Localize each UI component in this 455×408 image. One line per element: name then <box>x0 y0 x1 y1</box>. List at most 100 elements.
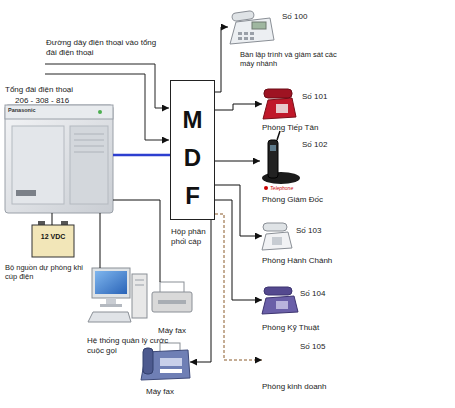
phone-100-part <box>250 32 254 35</box>
pbx-device-part <box>74 146 104 147</box>
phone-node: Số 101Phòng Tiếp Tân <box>262 88 296 120</box>
battery-symbol <box>32 221 74 257</box>
node-caption: Phòng Kỹ Thuật <box>262 323 319 333</box>
phone-102 <box>262 131 300 190</box>
printer-fax-part <box>152 292 192 312</box>
phone-100-part <box>244 37 248 40</box>
fax-machine-part <box>160 369 182 373</box>
computer-part <box>92 268 130 298</box>
battery-node: 12 VDCBộ nguồn dự phòng khi cúp điện <box>32 225 74 257</box>
line-label: Đường dây điện thoại vào tổng đài điện t… <box>46 38 158 58</box>
pbx-device-part <box>12 126 64 204</box>
node-title: Máy fax <box>158 326 186 336</box>
node-title: M D F <box>180 101 205 215</box>
pbx-device-part <box>70 126 108 204</box>
computer-part <box>106 298 116 304</box>
connector <box>215 214 262 360</box>
printer-fax <box>152 282 192 312</box>
phone-100-part <box>244 32 248 35</box>
phone-100-part <box>250 37 254 40</box>
phone-101-part <box>276 104 288 113</box>
phone-node: Số 102Phòng Giám Đốc <box>260 138 302 184</box>
phone-101 <box>263 89 296 119</box>
phone-node: Số 104Phòng Kỹ Thuật <box>262 286 298 314</box>
computer-part <box>95 271 127 294</box>
node-title: Số 105 <box>300 342 325 352</box>
pbx-device-part <box>98 110 102 114</box>
phone-104-part <box>264 287 292 295</box>
brand-label: Telephone <box>270 185 293 191</box>
phone-100-part <box>238 37 242 40</box>
node-caption: Phòng Tiếp Tân <box>262 123 318 133</box>
connector <box>52 213 53 225</box>
phone-100-part <box>230 18 274 44</box>
node-title: Số 102 <box>302 140 327 150</box>
connector <box>215 27 228 92</box>
phone-103-part <box>263 223 287 231</box>
pbx-device-part <box>16 190 36 196</box>
pbx-device-part <box>74 140 104 141</box>
phone-node: Số 103Phòng Hành Chánh <box>262 222 292 250</box>
node-caption: Phòng Giám Đốc <box>262 195 323 205</box>
node-caption: Bộ nguồn dự phòng khi cúp điện <box>5 263 85 281</box>
fax-machine-part <box>160 358 182 366</box>
computer-part <box>88 312 131 322</box>
phone-100-part <box>252 22 266 29</box>
computer-part <box>135 280 144 281</box>
computer <box>88 268 147 322</box>
node-title: Số 100 <box>282 12 307 22</box>
phone-100-part <box>238 32 242 35</box>
node-caption: Hộp phân phối cáp <box>171 227 217 247</box>
node-title: Số 103 <box>296 226 321 236</box>
computer-part <box>132 274 147 318</box>
phone-104-part <box>262 296 298 314</box>
fax-node: Máy fax <box>140 343 190 381</box>
phone-node: Số 105Phòng kinh doanh <box>262 340 302 380</box>
mdf-box: M D FHộp phân phối cáp <box>170 80 215 220</box>
connector <box>215 104 262 110</box>
connector <box>113 200 160 282</box>
node-title: Số 104 <box>300 289 325 299</box>
phone-104-part <box>276 301 288 309</box>
computer-node: Hệ thống quản lý cước cuộc gọi <box>85 268 147 328</box>
pbx-device-part <box>5 105 113 119</box>
node-caption: Bàn lập trình và giám sát các máy nhánh <box>240 50 352 68</box>
pbx-device-part <box>5 105 113 213</box>
phone-104 <box>262 287 298 314</box>
phone-102-part <box>277 131 280 140</box>
phone-101-part <box>263 98 296 119</box>
connector <box>215 200 262 300</box>
phone-103-part <box>262 232 292 250</box>
pbx-device <box>5 105 113 213</box>
phone-103 <box>262 223 292 250</box>
node-title: Hệ thống quản lý cước cuộc gọi <box>87 336 172 356</box>
fax-machine-part <box>143 348 153 374</box>
connector <box>215 185 262 236</box>
node-title: Tổng đài điện thoại <box>5 85 73 95</box>
phone-101-part <box>264 89 292 98</box>
connector <box>113 154 170 157</box>
node-title: 12 VDC <box>38 233 68 241</box>
phone-100-part <box>232 11 255 22</box>
phone-102-part <box>264 186 268 190</box>
phone-103-part <box>272 237 282 245</box>
brand-label: Panasonic <box>8 107 36 113</box>
phone-100 <box>230 11 274 44</box>
node-title: Số 101 <box>302 92 327 102</box>
printer-fax-part <box>158 300 186 304</box>
pbx-device: Tổng đài điện thoại206 - 308 - 816 <box>5 105 113 213</box>
phone-102-part <box>268 140 278 178</box>
computer-part <box>135 285 144 286</box>
node-caption: 206 - 308 - 816 <box>15 96 69 106</box>
computer-part <box>100 304 122 307</box>
fax-machine <box>141 343 190 380</box>
pbx-device-part <box>74 152 104 153</box>
connector <box>100 213 101 268</box>
phone-102-part <box>270 145 276 151</box>
node-caption: Phòng kinh doanh <box>262 382 327 392</box>
pbx-device-part <box>74 134 104 135</box>
phone-node: Số 100Bàn lập trình và giám sát các máy … <box>228 8 273 46</box>
fax-node: Máy fax <box>150 282 194 314</box>
